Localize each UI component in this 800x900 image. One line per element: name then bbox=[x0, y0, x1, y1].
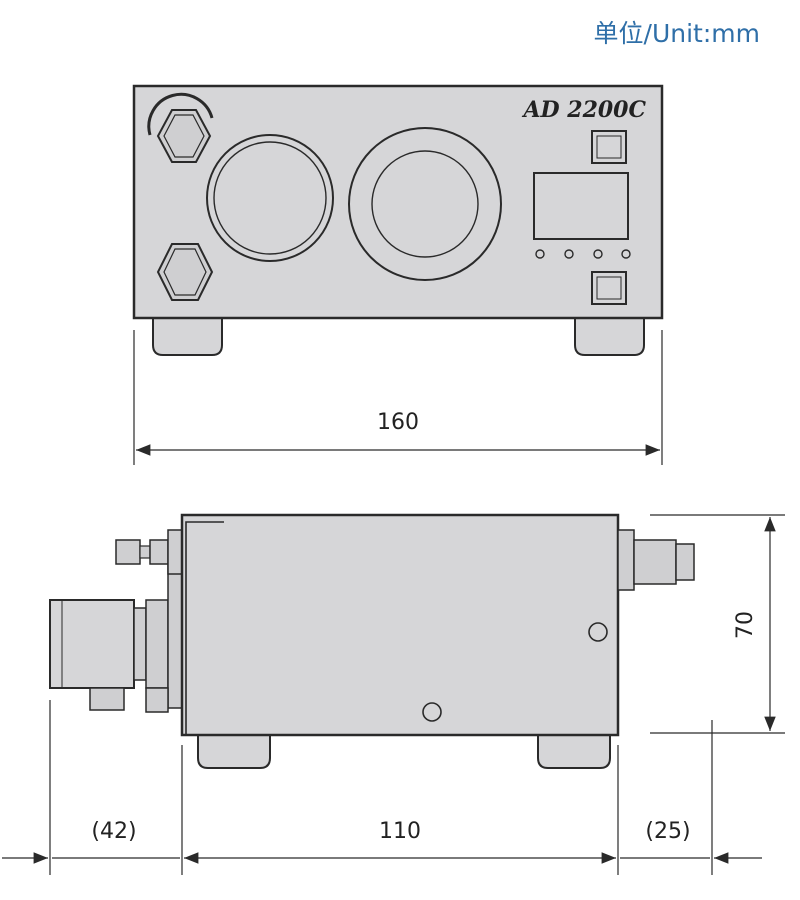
side-view bbox=[49, 513, 695, 769]
lower-hex-knob bbox=[156, 243, 214, 301]
motor-flange bbox=[145, 599, 169, 689]
front-nozzle-body bbox=[633, 539, 677, 585]
side-screw-lower bbox=[422, 702, 442, 722]
side-length-label: 110 bbox=[379, 819, 421, 844]
side-right-foot bbox=[537, 734, 611, 769]
unit-label: 单位/Unit:mm bbox=[593, 19, 760, 48]
indicator-led-1 bbox=[535, 249, 545, 259]
bottom-connector-2 bbox=[145, 687, 169, 713]
bottom-connector-1 bbox=[89, 687, 125, 711]
height-label: 70 bbox=[733, 611, 758, 639]
front-protrusion-label: (25) bbox=[645, 819, 690, 844]
rotation-arrow-icon bbox=[147, 92, 214, 136]
front-view: AD 2200C bbox=[132, 84, 664, 356]
front-width-label: 160 bbox=[377, 410, 419, 435]
right-gauge-inner bbox=[371, 150, 479, 258]
left-gauge-outer bbox=[206, 134, 334, 262]
front-nozzle-base bbox=[617, 529, 635, 591]
front-nozzle-tip bbox=[675, 543, 695, 581]
rear-fitting-nut bbox=[149, 539, 169, 565]
bottom-dimensions: (42) 110 (25) bbox=[2, 700, 762, 875]
rear-fitting-stem bbox=[139, 545, 151, 559]
left-gauge-inner bbox=[213, 141, 327, 255]
top-button bbox=[591, 130, 627, 164]
rear-protrusion-label: (42) bbox=[91, 819, 136, 844]
side-body-lid-edge bbox=[185, 521, 224, 735]
side-left-foot bbox=[197, 734, 271, 769]
display-screen bbox=[533, 172, 629, 240]
indicator-led-4 bbox=[621, 249, 631, 259]
front-body bbox=[132, 84, 664, 320]
front-left-foot bbox=[152, 317, 223, 356]
motor-plate bbox=[167, 557, 183, 709]
front-right-foot bbox=[574, 317, 645, 356]
side-body bbox=[180, 513, 620, 737]
rear-fitting-base bbox=[167, 529, 183, 575]
top-button-inner bbox=[596, 135, 622, 159]
indicator-led-3 bbox=[593, 249, 603, 259]
bottom-button-inner bbox=[596, 276, 622, 300]
right-gauge-outer bbox=[348, 127, 502, 281]
lower-hex-knob-inner bbox=[163, 248, 207, 296]
height-dimension: 70 bbox=[650, 514, 785, 734]
bottom-button bbox=[591, 271, 627, 305]
front-width-dimension: 160 bbox=[133, 330, 663, 465]
rear-fitting-cap bbox=[115, 539, 141, 565]
model-name: AD 2200C bbox=[521, 97, 646, 123]
motor-collar bbox=[133, 607, 147, 681]
indicator-led-2 bbox=[564, 249, 574, 259]
side-screw-upper bbox=[588, 622, 608, 642]
upper-hex-knob-inner bbox=[163, 114, 205, 158]
motor-housing bbox=[49, 599, 135, 689]
